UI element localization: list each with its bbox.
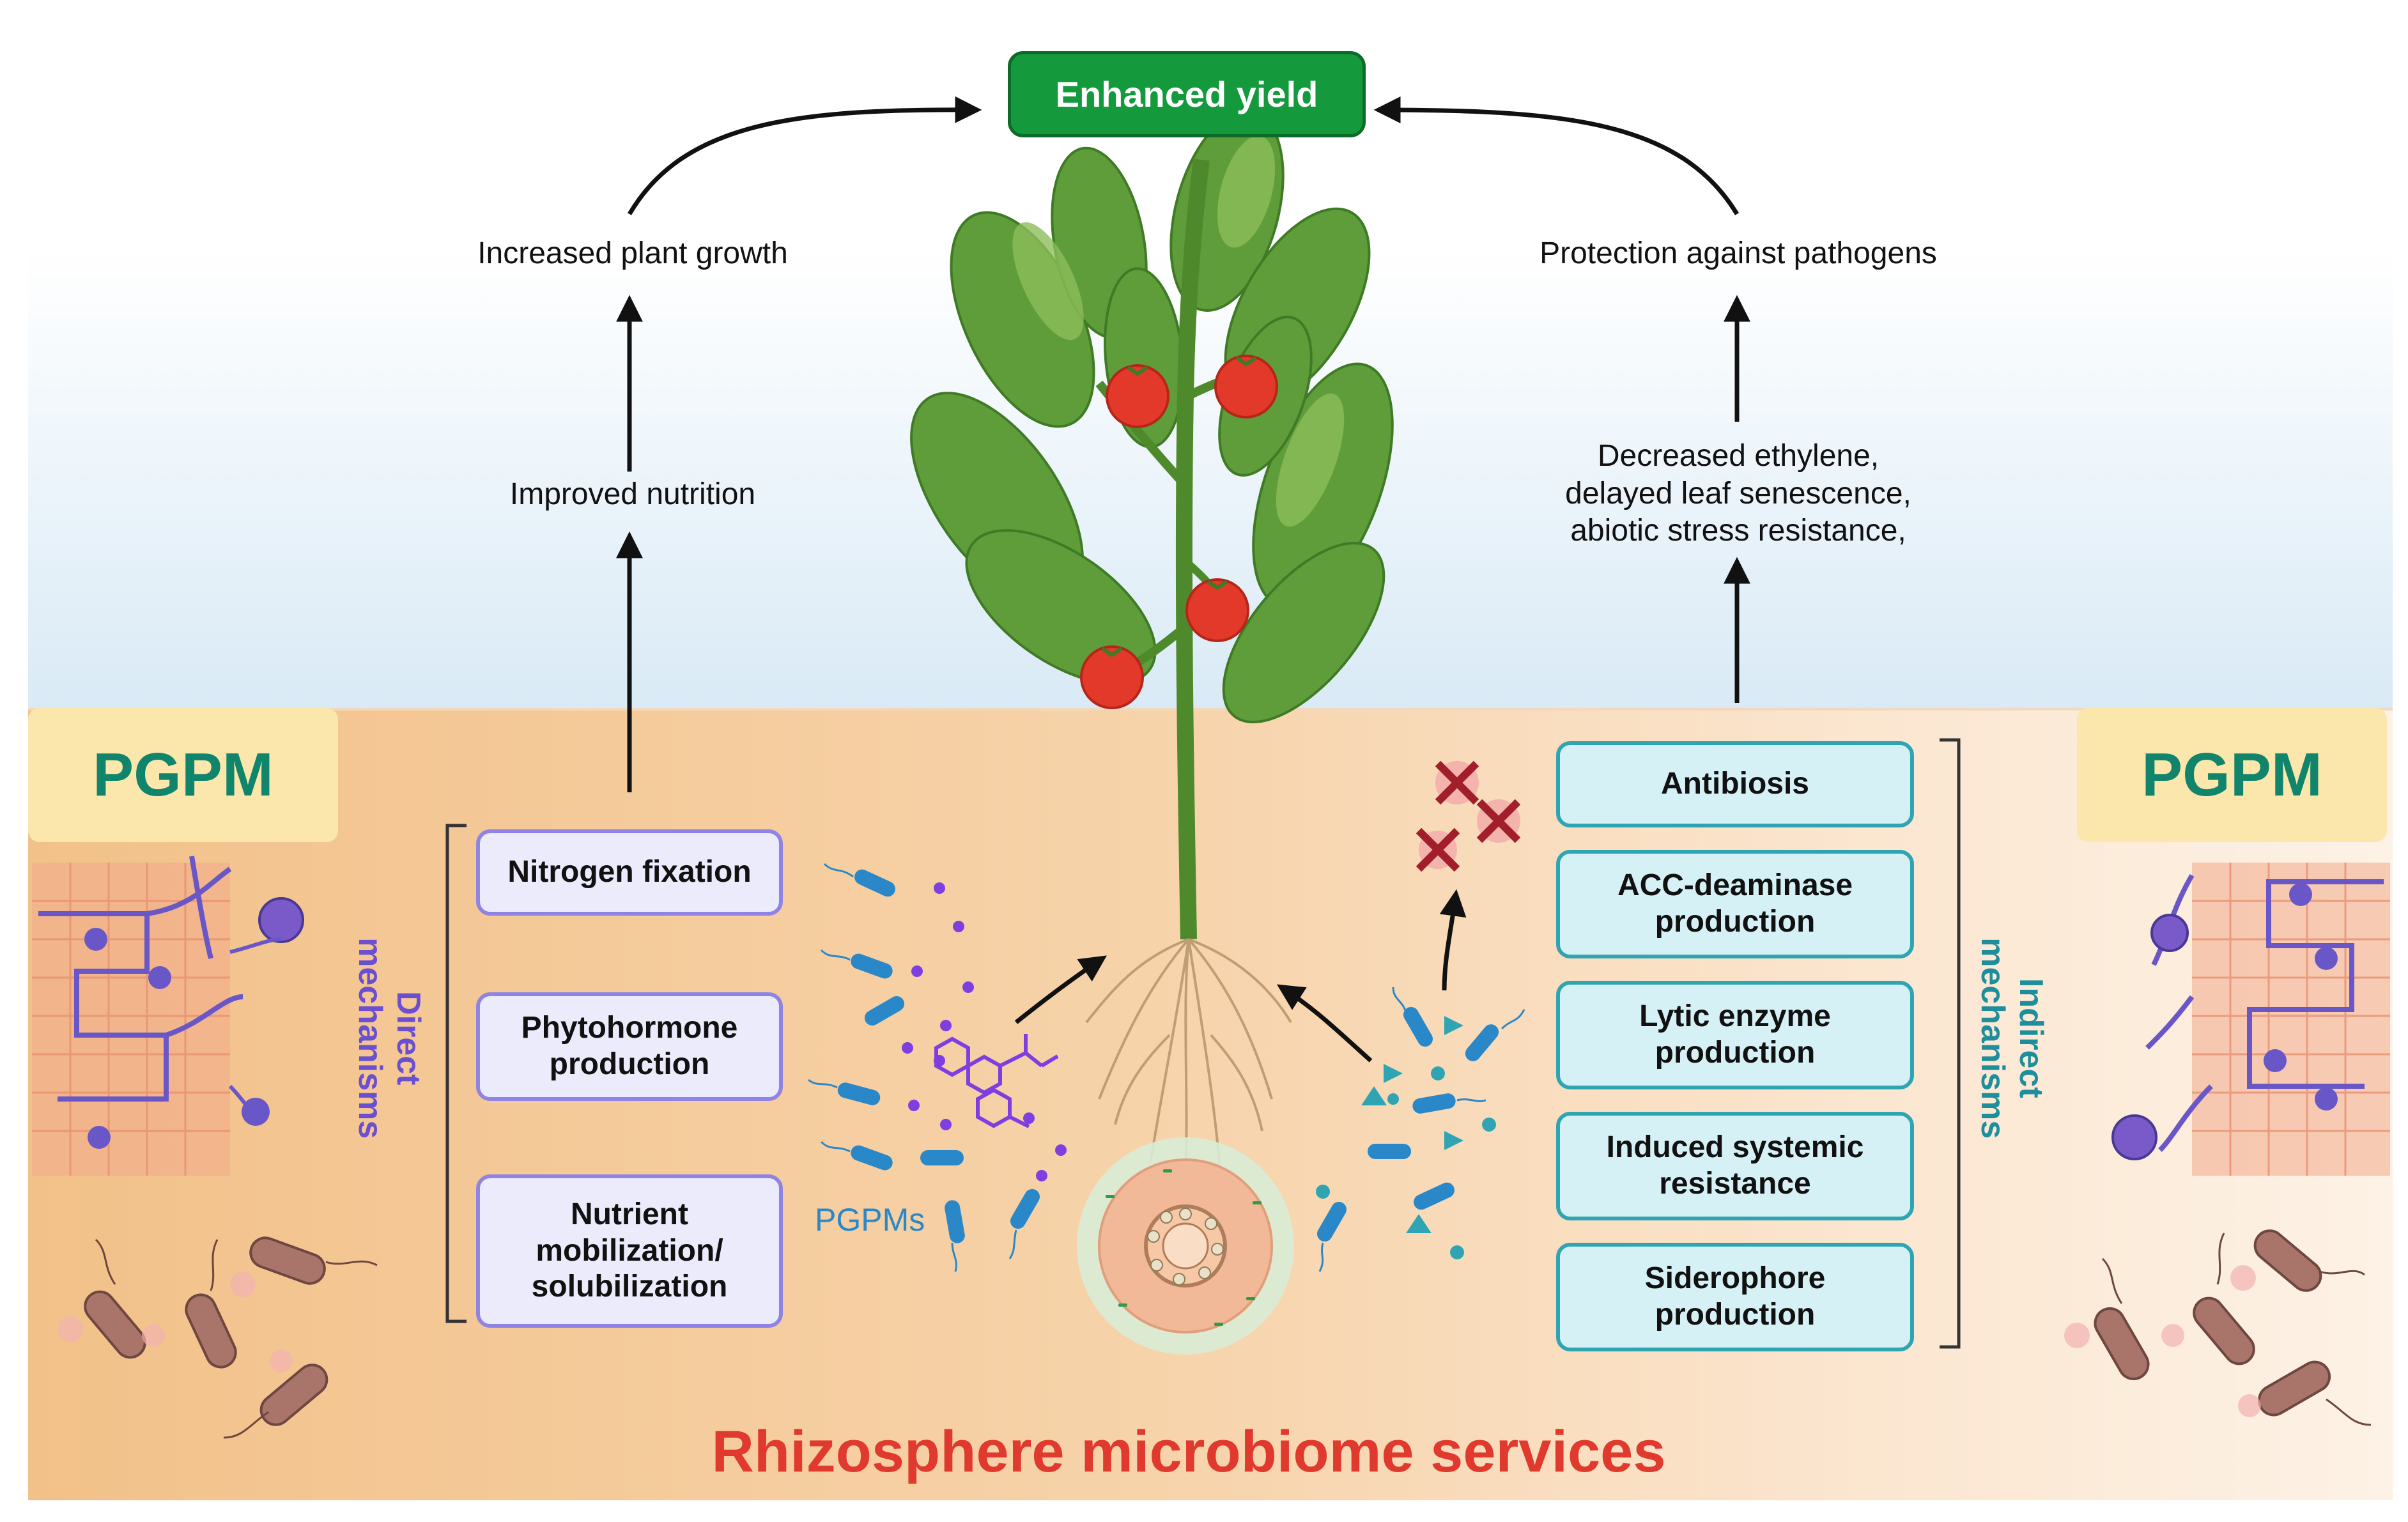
left-root-tissue-illustration [32, 856, 304, 1176]
right-root-tissue-illustration [2111, 863, 2390, 1176]
pgpm-left-box: PGPM [28, 708, 338, 842]
lytic-enzyme-box: Lytic enzyme production [1556, 981, 1914, 1089]
arrow-left-microbes-to-root [1014, 955, 1107, 1024]
siderophore-production-box: Siderophore production [1556, 1243, 1914, 1351]
soil-bacteria-right [2064, 1229, 2372, 1426]
soil-bacteria-left [58, 1236, 378, 1439]
indirect-bracket [1940, 738, 1961, 1349]
soil [28, 709, 2393, 1500]
arrow-right-microbes-to-root [1276, 984, 1373, 1063]
phytohormone-production-box: Phytohormone production [476, 992, 783, 1101]
stem [1175, 158, 1210, 940]
increased-plant-growth-label: Increased plant growth [477, 236, 788, 270]
enhanced-yield-box: Enhanced yield [1008, 51, 1366, 137]
nutrient-mobilization-box: Nutrient mobilization/ solubilization [476, 1174, 783, 1328]
spore-icon [2111, 1114, 2157, 1160]
rhizosphere-title: Rhizosphere microbiome services [711, 1419, 1666, 1484]
protection-label: Protection against pathogens [1540, 236, 1937, 270]
pathogen-killed-icon [1416, 760, 1521, 872]
teal-particle [1316, 1016, 1496, 1259]
roots [1085, 938, 1292, 1189]
spore-icon [2150, 914, 2189, 952]
arrow-microbes-to-pathogens [1439, 889, 1467, 991]
nitrogen-fixation-box: Nitrogen fixation [476, 829, 783, 916]
improved-nutrition-label: Improved nutrition [509, 477, 756, 511]
acc-deaminase-box: ACC-deaminase production [1556, 850, 1914, 958]
root-cross-section-icon [1077, 1137, 1294, 1355]
arrow-protection-to-yield [1373, 96, 1739, 215]
arrow-growth-to-yield [627, 96, 982, 215]
induced-systemic-resistance-box: Induced systemic resistance [1556, 1112, 1914, 1220]
fungal-hyphae [38, 856, 243, 1102]
spore-icon [258, 897, 304, 943]
direct-bracket [445, 824, 467, 1323]
stress-resistance-label: Decreased ethylene, delayed leaf senesce… [1565, 439, 1911, 548]
purple-dot [902, 882, 1067, 1181]
enhanced-yield-label: Enhanced yield [1055, 74, 1318, 114]
phytohormone-molecule-icon [934, 1034, 1059, 1128]
pgpm-right-box: PGPM [2077, 708, 2387, 842]
bacteria-icon [1317, 1006, 1499, 1242]
antibiosis-box: Antibiosis [1556, 741, 1914, 827]
bacteria-icon [837, 869, 1040, 1243]
tomato-icon [1080, 355, 1278, 709]
pgpms-label: PGPMs [815, 1202, 925, 1238]
